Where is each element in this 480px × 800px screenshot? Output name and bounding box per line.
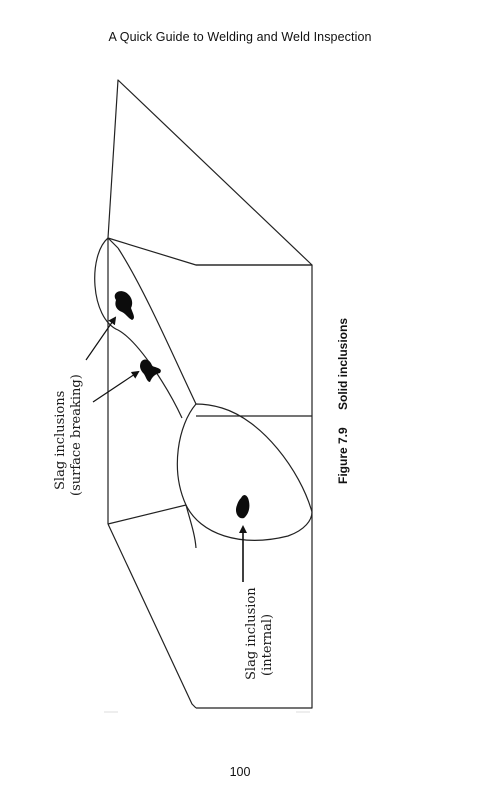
- slag-inclusion-surface-2: [140, 359, 161, 382]
- block-bottom-edge: [107, 523, 197, 709]
- slag-inclusion-surface-1: [114, 291, 134, 320]
- block-top-face: [107, 79, 313, 266]
- label-surface-line2: (surface breaking): [69, 374, 84, 496]
- weld-block-drawing: [94, 79, 313, 709]
- figure-caption-title: Solid inclusions: [336, 318, 350, 410]
- slag-inclusion-internal: [235, 495, 250, 519]
- block-front-edge: [107, 237, 119, 249]
- arrow-surface-2: [92, 370, 140, 403]
- block-right-face: [196, 264, 313, 709]
- weld-surface-bead: [94, 237, 183, 419]
- weld-lower-line: [107, 504, 187, 525]
- figure-caption-number: Figure 7.9: [336, 427, 350, 484]
- running-header: A Quick Guide to Welding and Weld Inspec…: [108, 30, 372, 44]
- weld-root-line: [185, 504, 197, 549]
- page-number: 100: [229, 765, 251, 779]
- weld-upper-line: [117, 247, 197, 405]
- label-internal-line2: (internal): [260, 614, 275, 676]
- arrow-surface-1: [85, 316, 117, 361]
- label-surface-line1: Slag inclusions: [53, 391, 68, 490]
- label-internal-line1: Slag inclusion: [244, 587, 259, 680]
- weld-cross-section: [176, 403, 313, 541]
